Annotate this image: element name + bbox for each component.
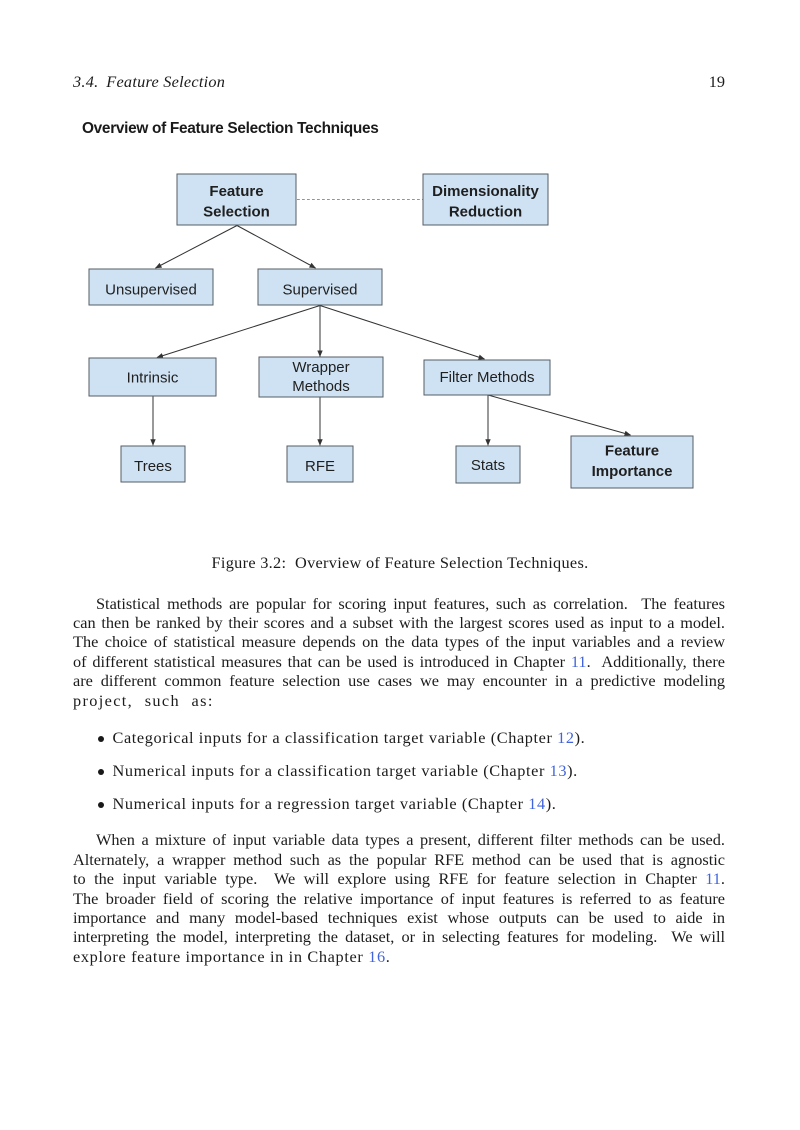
svg-text:Intrinsic: Intrinsic [127, 369, 179, 386]
svg-text:Wrapper: Wrapper [292, 359, 349, 376]
svg-text:Trees: Trees [134, 458, 172, 475]
svg-text:Importance: Importance [592, 463, 673, 480]
svg-text:Stats: Stats [471, 457, 505, 474]
svg-text:Dimensionality: Dimensionality [432, 183, 539, 200]
svg-text:RFE: RFE [305, 458, 335, 475]
svg-text:Reduction: Reduction [449, 204, 522, 221]
svg-text:Methods: Methods [292, 378, 350, 395]
svg-text:Feature: Feature [605, 443, 659, 460]
svg-text:Selection: Selection [203, 204, 270, 221]
svg-text:Overview of Feature Selection: Overview of Feature Selection Techniques [82, 120, 378, 137]
svg-text:Feature: Feature [209, 183, 263, 200]
svg-text:Supervised: Supervised [282, 281, 357, 298]
svg-text:Unsupervised: Unsupervised [105, 281, 197, 298]
svg-text:Filter Methods: Filter Methods [439, 369, 534, 386]
